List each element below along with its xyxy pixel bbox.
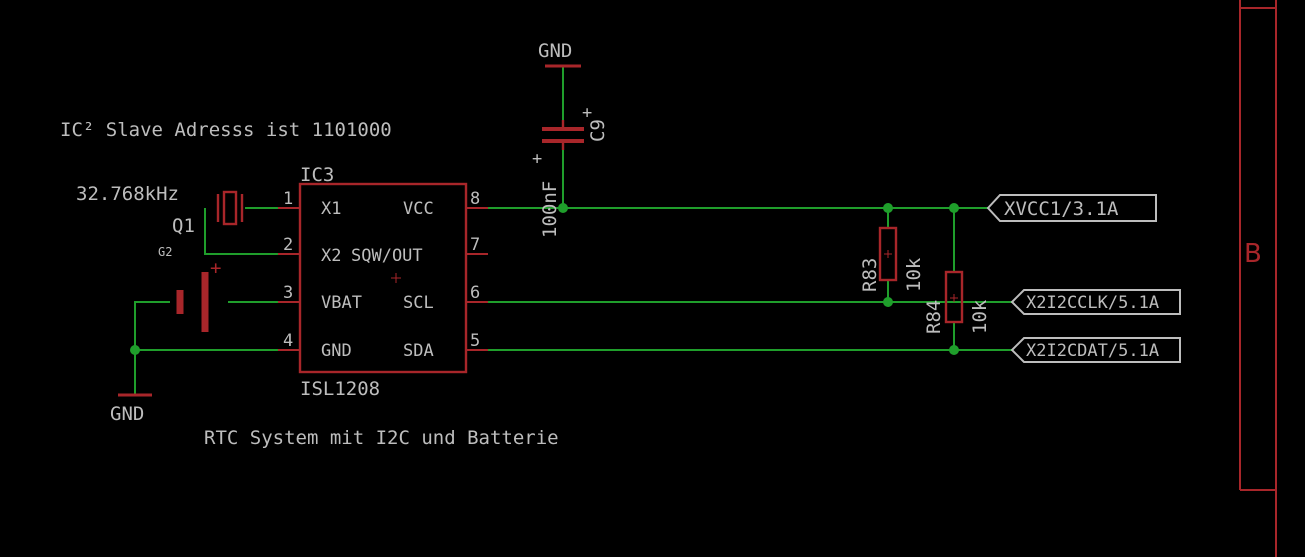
ic-body [298, 182, 468, 374]
capacitor-plus-sign-2: + [532, 149, 542, 169]
ic-pin-name: SQW/OUT [351, 246, 423, 266]
resistor-r83[interactable]: R83 10k [859, 226, 925, 292]
drawing-frame: B [1239, 0, 1277, 557]
junction-vcc-r83 [883, 203, 893, 213]
capacitor-plate-bottom [542, 139, 584, 143]
wire-crystal-x2 [204, 208, 278, 255]
frame-zone-label: B [1244, 239, 1262, 269]
net-label-scl-text: X2I2CCLK/5.1A [1026, 293, 1159, 313]
crystal-ref-label: Q1 [172, 215, 195, 237]
ic-pin-name: VCC [403, 199, 434, 219]
wires [134, 66, 1012, 395]
ic-pin-number: 5 [470, 331, 480, 351]
resistor-ref-label: R84 [923, 300, 945, 334]
ic-ref-label: IC3 [300, 164, 334, 186]
battery-ref-label: G2 [158, 245, 172, 259]
wire-battery-gnd [134, 301, 170, 350]
resistor-value-label: 10k [903, 257, 925, 292]
ic-origin-cross [391, 273, 401, 283]
junction-gnd [130, 345, 140, 355]
net-label-sda-text: X2I2CDAT/5.1A [1026, 341, 1159, 361]
battery-plus-sign: + [210, 257, 221, 279]
capacitor-ref-label: C9 [587, 119, 609, 142]
capacitor-value-label: 100nF [539, 181, 561, 238]
gnd-top-label: GND [538, 40, 572, 62]
ic-pin-name: SDA [403, 341, 434, 361]
resistor-body [878, 226, 898, 282]
crystal-value-label: 32.768kHz [76, 183, 179, 205]
ic-value-label: ISL1208 [300, 378, 380, 400]
resistor-value-label: 10k [969, 299, 991, 334]
resistor-ref-label: R83 [859, 258, 881, 292]
capacitor-plus-sign: + [582, 103, 592, 123]
ic-pin-name: GND [321, 341, 352, 361]
junctions [130, 203, 959, 355]
crystal-q1[interactable]: 32.768kHz Q1 [76, 183, 244, 237]
battery-g2[interactable]: G2 + [158, 245, 221, 332]
junction-vcc-cap [558, 203, 568, 213]
ic-isl1208[interactable]: IC3 ISL1208 1 X1 2 X2 3 VBAT 4 GND 8 VCC… [278, 164, 488, 400]
ic-pin-number: 3 [283, 283, 293, 303]
rtc-description-note: RTC System mit I2C und Batterie [204, 427, 559, 449]
i2c-address-note: IC² Slave Adresss ist 1101000 [60, 119, 392, 141]
ic-pin-number: 4 [283, 331, 293, 351]
capacitor-plate-top [542, 127, 584, 131]
ic-pin-name: X2 [321, 246, 341, 266]
ic-pin-number: 1 [283, 189, 293, 209]
gnd-symbol-top: GND [538, 40, 581, 68]
resistor-body [944, 270, 964, 324]
net-label-vcc-text: XVCC1/3.1A [1004, 198, 1119, 220]
net-label-scl[interactable]: X2I2CCLK/5.1A [1010, 289, 1181, 315]
junction-scl-r83 [883, 297, 893, 307]
gnd-bottom-label: GND [110, 403, 144, 425]
gnd-symbol-bottom: GND [110, 393, 152, 425]
ic-pin-number: 2 [283, 235, 293, 255]
ic-pin-name: SCL [403, 293, 434, 313]
crystal-body [222, 190, 238, 226]
junction-vcc-r84 [949, 203, 959, 213]
ic-pin-name: VBAT [321, 293, 362, 313]
ic-pin-name: X1 [321, 199, 341, 219]
ic-pin-number: 6 [470, 283, 480, 303]
capacitor-c9[interactable]: C9 100nF + + [532, 103, 609, 238]
net-label-sda[interactable]: X2I2CDAT/5.1A [1010, 337, 1181, 363]
net-label-vcc[interactable]: XVCC1/3.1A [986, 194, 1157, 222]
ic-pin-number: 7 [470, 235, 480, 255]
resistor-r84[interactable]: R84 10k [923, 270, 991, 334]
ic-pin-number: 8 [470, 189, 480, 209]
junction-sda-r84 [949, 345, 959, 355]
